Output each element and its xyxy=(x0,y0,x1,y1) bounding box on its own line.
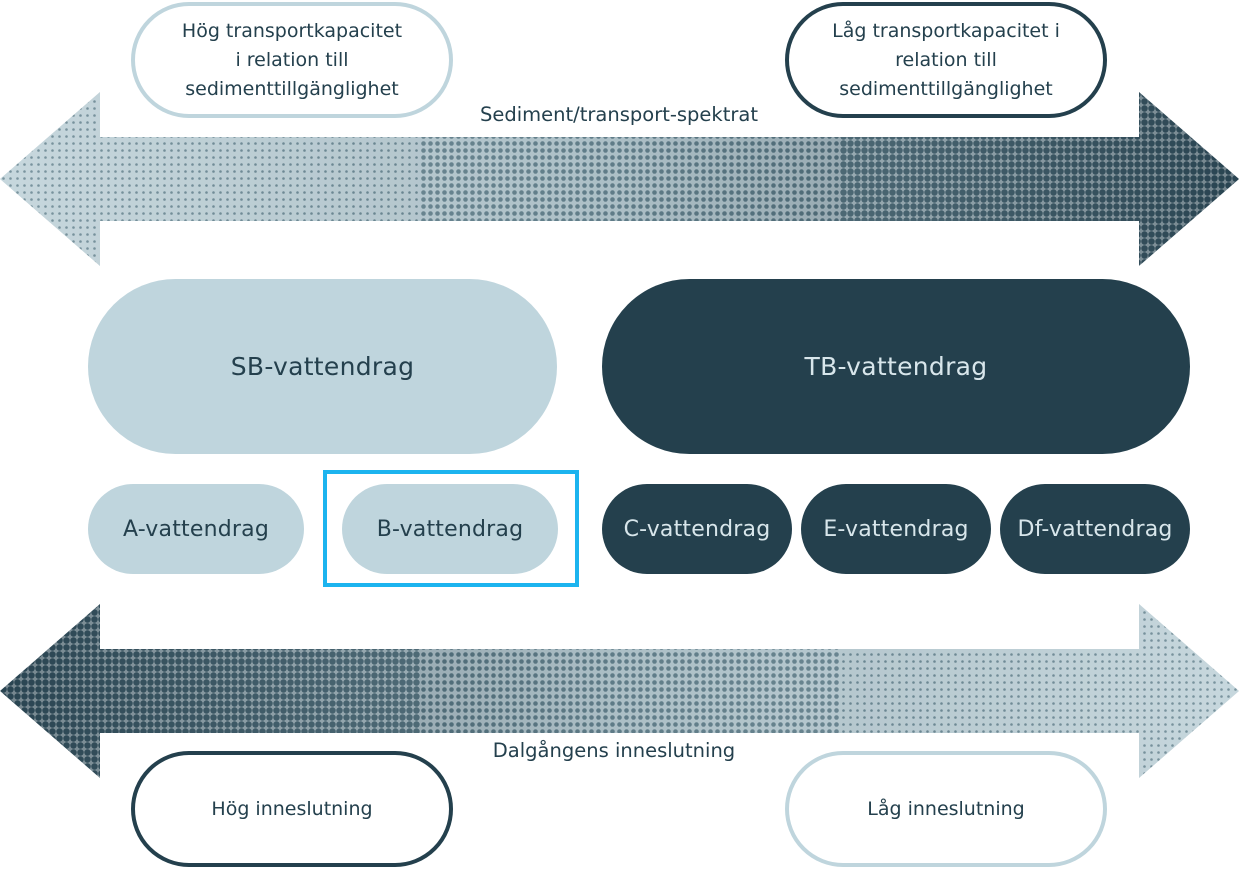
top-arrow-label: Sediment/transport-spektrat xyxy=(480,103,758,126)
tb-group-label: TB-vattendrag xyxy=(804,352,988,381)
a-type-label: A-vattendrag xyxy=(122,516,269,542)
b-type-highlight-frame xyxy=(323,470,579,587)
sb-group-pill: SB-vattendrag xyxy=(88,279,557,454)
df-type-label: Df-vattendrag xyxy=(1017,516,1173,542)
b-type-pill: B-vattendrag xyxy=(342,484,558,574)
top-right-note-line-1: Låg transportkapacitet i xyxy=(832,19,1060,42)
c-type-pill: C-vattendrag xyxy=(602,484,792,574)
top-right-note: Låg transportkapacitet i relation till s… xyxy=(785,2,1107,118)
tb-group-pill: TB-vattendrag xyxy=(602,279,1190,454)
e-type-label: E-vattendrag xyxy=(823,516,969,542)
bottom-right-note-label: Låg inneslutning xyxy=(867,797,1025,820)
c-type-label: C-vattendrag xyxy=(623,516,771,542)
top-right-note-line-2: relation till xyxy=(895,48,997,71)
top-left-note-line-1: Hög transportkapacitet xyxy=(181,19,403,42)
bottom-arrow-label: Dalgångens inneslutning xyxy=(492,739,736,762)
top-left-note-line-3: sedimenttillgänglighet xyxy=(185,77,399,100)
bottom-left-note-label: Hög inneslutning xyxy=(211,797,373,820)
top-right-note-line-3: sedimenttillgänglighet xyxy=(839,77,1053,100)
sb-group-label: SB-vattendrag xyxy=(230,352,415,381)
b-type-label: B-vattendrag xyxy=(376,516,524,542)
df-type-pill: Df-vattendrag xyxy=(1000,484,1190,574)
top-left-note: Hög transportkapacitet i relation till s… xyxy=(131,2,453,118)
bottom-right-note: Låg inneslutning xyxy=(785,751,1107,867)
top-left-note-line-2: i relation till xyxy=(235,48,349,71)
a-type-pill: A-vattendrag xyxy=(88,484,304,574)
bottom-left-note: Hög inneslutning xyxy=(131,751,453,867)
e-type-pill: E-vattendrag xyxy=(801,484,991,574)
